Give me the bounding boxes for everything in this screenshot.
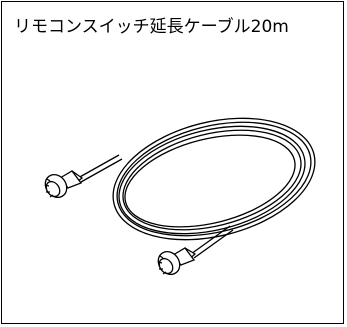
left-connector-icon [44, 170, 84, 199]
product-title: リモコンスイッチ延長ケーブル20m [14, 17, 289, 37]
bottom-connector-icon [157, 247, 197, 276]
product-illustration-panel: リモコンスイッチ延長ケーブル20m [1, 1, 344, 324]
coiled-cable-icon [44, 117, 316, 276]
